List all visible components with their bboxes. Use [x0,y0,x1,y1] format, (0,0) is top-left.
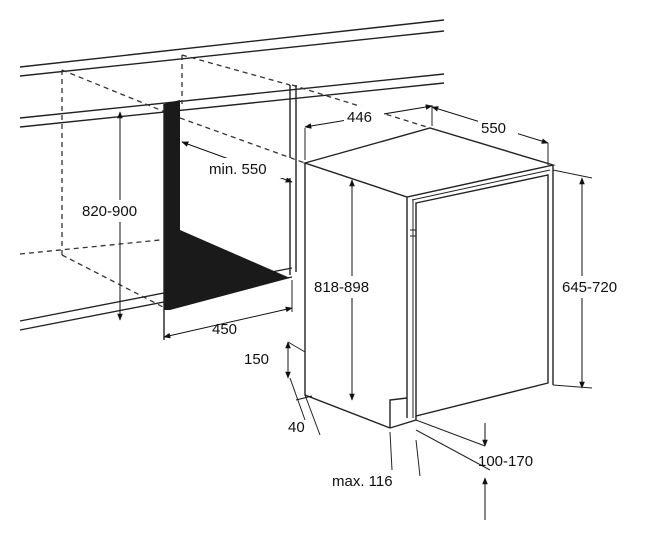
label-plinth-range: 100-170 [478,453,533,470]
label-door-height: 645-720 [562,279,617,296]
label-niche-height: 820-900 [82,203,137,220]
label-min-depth: min. 550 [209,161,267,178]
label-niche-width: 450 [212,321,237,338]
niche-opening [163,85,297,340]
label-depth-appliance: 550 [481,120,506,137]
label-width-opening: 446 [347,109,372,126]
label-appliance-height: 818-898 [314,279,369,296]
label-max-offset: max. 116 [332,473,393,490]
dimension-labels: 446 550 min. 550 820-900 818-898 645-720… [80,106,640,490]
label-plinth-offset: 40 [288,419,305,436]
countertop [19,19,445,331]
label-plinth-height: 150 [244,351,269,368]
